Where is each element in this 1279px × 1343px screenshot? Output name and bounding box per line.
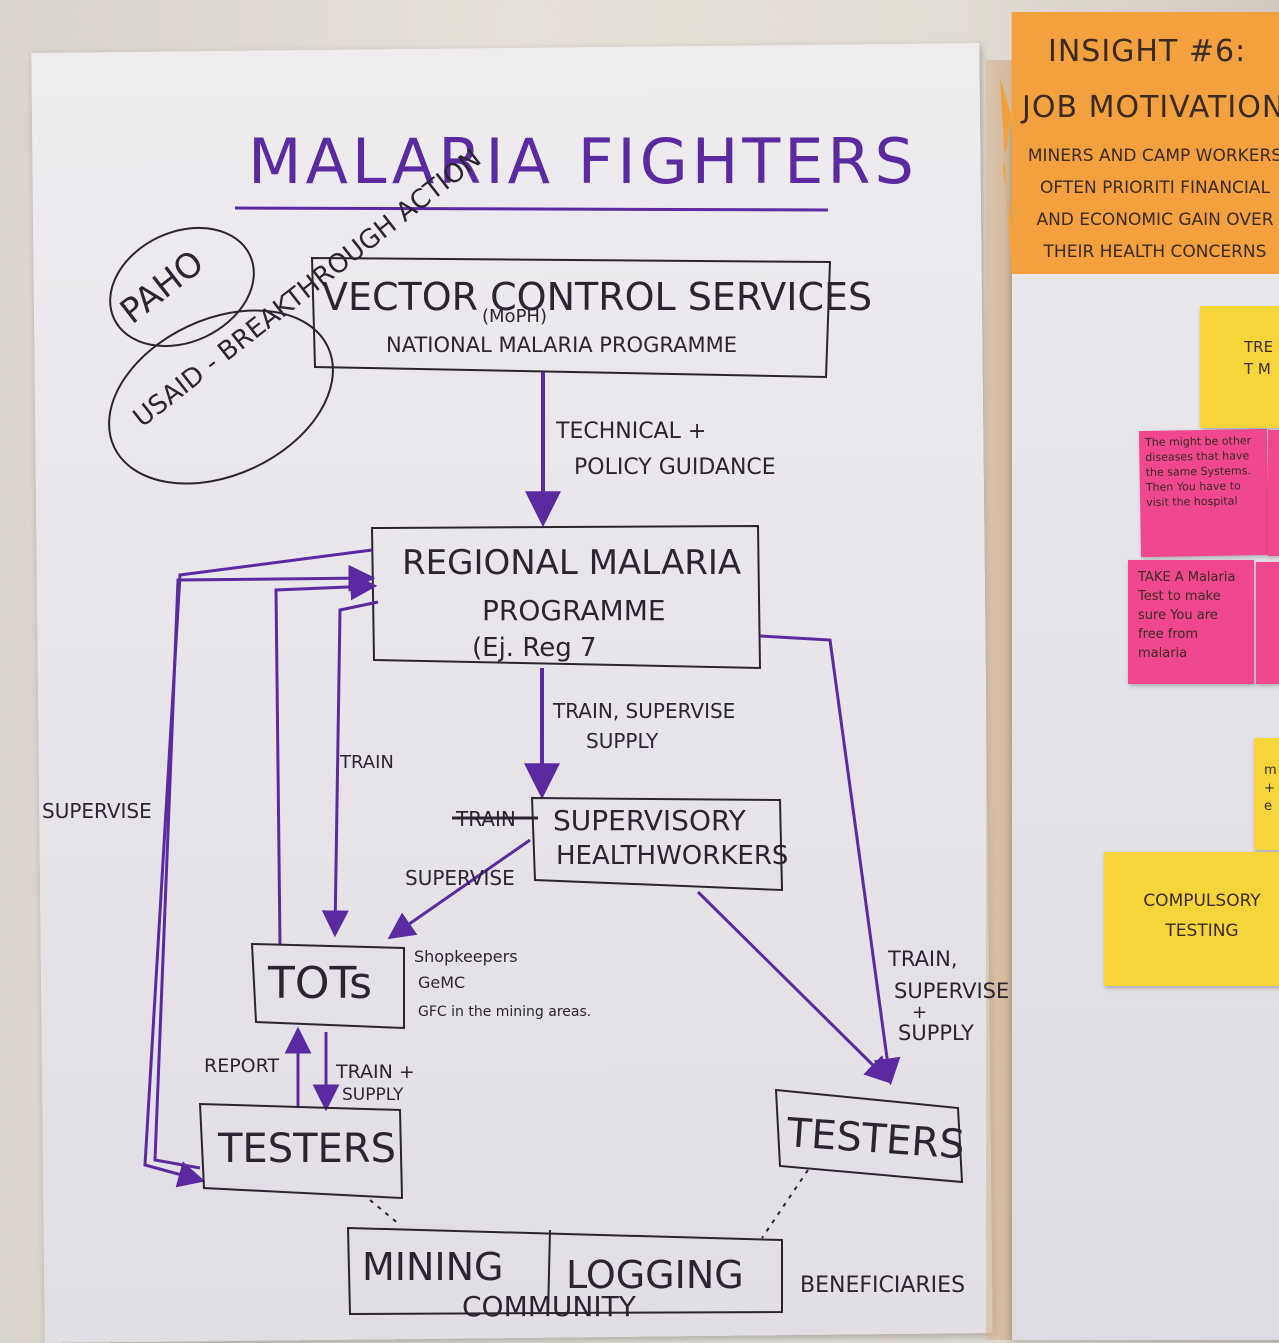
regional-programme-box <box>370 524 762 670</box>
insight-note: INSIGHT #6: JOB MOTIVATION MINERS AND CA… <box>1000 12 1279 274</box>
testers-right-label: TESTERS <box>784 1110 966 1168</box>
yellow-note-small: m + e <box>1254 738 1279 850</box>
vector-control-label: VECTOR CONTROL SERVICES <box>322 275 872 319</box>
mining-label: MINING <box>362 1245 504 1289</box>
regional-label-line2: PROGRAMME <box>482 594 666 627</box>
edge-train-supply-line2: SUPPLY <box>342 1085 404 1105</box>
compulsory-testing-text: COMPULSORY TESTING <box>1143 891 1261 941</box>
edge-regional-to-testers-right <box>759 634 901 1086</box>
compulsory-testing-note: COMPULSORY TESTING <box>1104 852 1279 986</box>
regional-label-line3: (Ej. Reg 7 <box>472 633 597 663</box>
edge-testers-left-to-regional <box>153 564 376 1170</box>
insight-title: INSIGHT #6: <box>1048 34 1247 69</box>
pink-note-1-text: The might be other diseases that have th… <box>1144 434 1252 510</box>
edge-tots-to-regional <box>274 573 378 946</box>
edge-supervisory-to-tots <box>387 838 531 940</box>
edge-right-line2: SUPERVISE <box>894 979 1009 1003</box>
national-programme-label: NATIONAL MALARIA PROGRAMME <box>386 333 737 357</box>
insight-body: MINERS AND CAMP WORKERS OFTEN PRIORITI F… <box>1027 146 1279 262</box>
edge-right-line4: SUPPLY <box>898 1021 974 1045</box>
logging-label: LOGGING <box>566 1253 744 1297</box>
edge-regional-to-testers-left <box>143 548 373 1188</box>
edge-supervisory-to-testers-right <box>696 890 892 1084</box>
tots-note-line3: GFC in the mining areas. <box>418 1004 591 1020</box>
edge-regional-to-tots <box>321 600 379 938</box>
edge-report-label: REPORT <box>204 1055 279 1077</box>
supervisory-label-line1: SUPERVISORY <box>553 804 747 837</box>
title-underline <box>234 206 829 212</box>
edge-right-line1: TRAIN, <box>887 947 958 971</box>
insight-subtitle: JOB MOTIVATION <box>1022 90 1279 125</box>
tots-box <box>250 942 405 1030</box>
yellow-note-small-text: m + e <box>1264 763 1277 814</box>
yellow-note-top: TRE T M <box>1200 306 1279 428</box>
pink-note-1: The might be other diseases that have th… <box>1138 428 1270 558</box>
wall-edge <box>986 60 1012 1340</box>
edge-technical-line1: TECHNICAL + <box>555 419 706 444</box>
dotted-link-left <box>369 1199 401 1226</box>
page-title: MALARIA FIGHTERS <box>248 125 918 198</box>
edge-train-label: TRAIN <box>339 752 394 773</box>
tots-note-line1: Shopkeepers <box>414 947 518 966</box>
beneficiaries-label: BENEFICIARIES <box>800 1273 965 1298</box>
tots-note-line2: GeMC <box>418 973 465 992</box>
edge-train-supervise-line1: TRAIN, SUPERVISE <box>552 699 735 723</box>
edge-supervise-mid: SUPERVISE <box>405 866 515 890</box>
yellow-note-top-text: TRE T M <box>1244 338 1274 378</box>
tots-label: TOTs <box>267 958 372 1009</box>
pink-note-2-text: TAKE A Malaria Test to make sure You are… <box>1138 570 1236 661</box>
paho-label: PAHO <box>113 243 212 332</box>
edge-train-supervise-line2: SUPPLY <box>586 729 659 753</box>
supervisory-label-line2: HEALTHWORKERS <box>556 841 788 871</box>
regional-label-line1: REGIONAL MALARIA <box>402 543 741 583</box>
paho-ellipse <box>109 226 255 348</box>
testers-left-label: TESTERS <box>217 1126 396 1172</box>
community-box <box>346 1226 783 1316</box>
edge-technical-line2: POLICY GUIDANCE <box>574 455 776 480</box>
testers-left-box <box>198 1102 404 1200</box>
edge-train-supply-line1: TRAIN + <box>335 1061 415 1083</box>
pink-note-2b <box>1256 562 1279 684</box>
community-label: COMMUNITY <box>462 1290 637 1323</box>
vector-control-box <box>310 256 832 379</box>
edge-right-line3: + <box>912 1002 927 1023</box>
moph-label: (MoPH) <box>482 306 547 327</box>
pink-note-2: TAKE A Malaria Test to make sure You are… <box>1128 560 1254 684</box>
testers-right-box <box>774 1088 964 1184</box>
usaid-ellipse <box>108 309 334 485</box>
community-divider <box>547 1229 551 1315</box>
pink-note-1b <box>1268 430 1279 556</box>
supervisory-box <box>530 796 784 892</box>
dotted-link-right <box>761 1169 809 1239</box>
edge-supervise-left: SUPERVISE <box>42 799 152 823</box>
